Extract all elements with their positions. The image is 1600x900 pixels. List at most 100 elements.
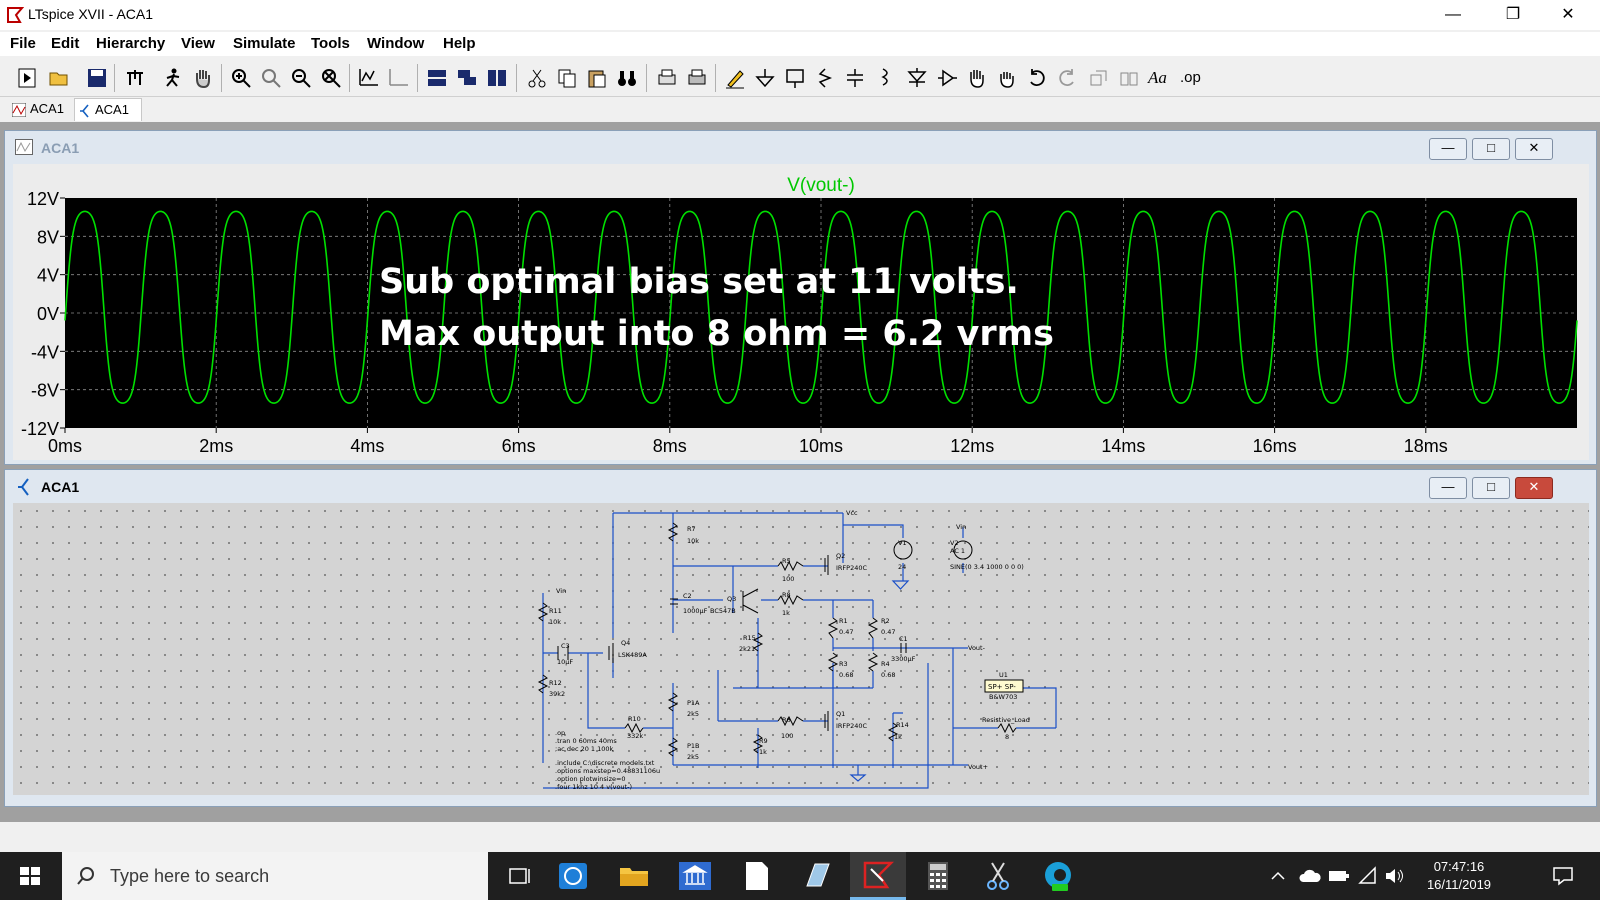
taskbar-search[interactable]: Type here to search — [62, 852, 488, 900]
calculator-icon[interactable] — [918, 860, 958, 892]
minimize-button[interactable]: — — [1445, 6, 1461, 23]
annotation-line-2: Max output into 8 ohm = 6.2 vrms — [379, 314, 1054, 354]
edge-dev-icon[interactable] — [1038, 860, 1078, 892]
file-explorer-icon[interactable] — [614, 860, 654, 892]
waveform-close-button[interactable]: ✕ — [1515, 138, 1553, 160]
menu-window[interactable]: Window — [367, 35, 425, 52]
schematic-maximize-button[interactable]: □ — [1472, 477, 1510, 499]
annotation-line-1: Sub optimal bias set at 11 volts. — [379, 262, 1019, 302]
battery-icon[interactable] — [1328, 868, 1350, 884]
ground-icon[interactable] — [754, 67, 776, 89]
text-tool-icon[interactable]: Aa — [1148, 68, 1167, 87]
print-icon[interactable] — [686, 67, 708, 89]
legend-series-label[interactable]: V(vout-) — [787, 175, 855, 196]
run-icon[interactable] — [162, 67, 184, 89]
trace-vout-minus[interactable] — [64, 210, 1578, 404]
system-clock[interactable]: 07:47:16 16/11/2019 — [1414, 858, 1504, 894]
autorange-icon[interactable] — [358, 67, 380, 89]
sync-app-icon[interactable] — [553, 860, 593, 892]
restore-button[interactable]: ❐ — [1505, 6, 1521, 23]
open-folder-icon[interactable] — [48, 67, 70, 89]
new-schematic-icon[interactable] — [16, 67, 38, 89]
menu-help[interactable]: Help — [443, 35, 476, 52]
undo-icon[interactable] — [1026, 67, 1048, 89]
svg-text:0.68: 0.68 — [839, 671, 853, 679]
svg-text:Resistive_Load: Resistive_Load — [982, 716, 1030, 724]
zoom-fit-icon[interactable] — [320, 67, 342, 89]
menu-hierarchy[interactable]: Hierarchy — [96, 35, 166, 52]
notes-app-icon[interactable] — [797, 860, 837, 892]
drag-hand-icon[interactable] — [996, 67, 1018, 89]
task-view-icon[interactable] — [500, 860, 540, 892]
svg-text:C1: C1 — [899, 635, 908, 643]
draw-wire-pencil-icon[interactable] — [724, 67, 746, 89]
mirror-icon[interactable] — [1118, 67, 1140, 89]
menu-tools[interactable]: Tools — [311, 35, 350, 52]
save-icon[interactable] — [86, 67, 108, 89]
rotate-icon[interactable] — [1088, 67, 1110, 89]
rescale-icon[interactable] — [388, 67, 410, 89]
menu-simulate[interactable]: Simulate — [233, 35, 296, 52]
svg-text:.options maxstep=0.48831106u: .options maxstep=0.48831106u — [555, 767, 660, 775]
y-tick-label: -12V — [21, 419, 59, 439]
zoom-out-icon[interactable] — [290, 67, 312, 89]
waveform-maximize-button[interactable]: □ — [1472, 138, 1510, 160]
print-setup-icon[interactable] — [656, 67, 678, 89]
volume-icon[interactable] — [1384, 866, 1406, 886]
svg-text:R8: R8 — [782, 591, 791, 599]
tray-expand-icon[interactable] — [1270, 868, 1286, 884]
notifications-icon[interactable] — [1552, 866, 1574, 886]
component-icon[interactable] — [936, 67, 958, 89]
capacitor-icon[interactable] — [844, 67, 866, 89]
schematic-minimize-button[interactable]: — — [1429, 477, 1467, 499]
tab-waveform[interactable]: ACA1 — [8, 98, 74, 120]
tab-schematic[interactable]: ACA1 — [74, 98, 142, 121]
svg-text:3300µF: 3300µF — [891, 655, 916, 663]
document-app-icon[interactable] — [736, 860, 776, 892]
svg-text:IRFP240C: IRFP240C — [836, 722, 867, 730]
u1-pins-label: SP+ SP- — [988, 683, 1016, 691]
find-binoculars-icon[interactable] — [616, 67, 638, 89]
windows-start-icon[interactable] — [10, 860, 50, 892]
onedrive-cloud-icon[interactable] — [1298, 867, 1322, 885]
label-net-icon[interactable] — [784, 67, 806, 89]
menu-file[interactable]: File — [10, 35, 36, 52]
pan-icon[interactable] — [260, 67, 282, 89]
search-icon — [77, 867, 94, 885]
tile-horizontal-icon[interactable] — [426, 67, 448, 89]
wifi-icon[interactable] — [1358, 866, 1378, 886]
cut-icon[interactable] — [526, 67, 548, 89]
ltspice-taskbar-button[interactable] — [850, 852, 906, 900]
svg-text:P1A: P1A — [687, 699, 700, 707]
halt-hand-icon[interactable] — [192, 67, 214, 89]
inductor-icon[interactable] — [874, 67, 896, 89]
svg-text:.include C:\discrete models.tx: .include C:\discrete models.txt — [555, 759, 655, 767]
snipping-tool-icon[interactable] — [978, 860, 1018, 892]
menu-edit[interactable]: Edit — [51, 35, 80, 52]
schematic-close-button[interactable]: ✕ — [1515, 477, 1553, 499]
copy-icon[interactable] — [556, 67, 578, 89]
control-panel-icon[interactable] — [124, 67, 146, 89]
svg-text:B&W703: B&W703 — [989, 693, 1017, 701]
schematic-window: ACA1 — □ ✕ Vcc Vin — [4, 469, 1597, 807]
tile-vertical-icon[interactable] — [486, 67, 508, 89]
zoom-in-icon[interactable] — [230, 67, 252, 89]
paste-icon[interactable] — [586, 67, 608, 89]
resistor-icon[interactable] — [814, 67, 836, 89]
redo-icon[interactable] — [1056, 67, 1078, 89]
diode-icon[interactable] — [906, 67, 928, 89]
svg-text:10k: 10k — [687, 537, 699, 545]
waveform-minimize-button[interactable]: — — [1429, 138, 1467, 160]
move-hand-icon[interactable] — [966, 67, 988, 89]
spice-directive-icon[interactable]: .op — [1180, 69, 1201, 86]
bank-app-icon[interactable] — [675, 860, 715, 892]
spice-directives[interactable]: .op .tran 0 60ms 40ms ;ac dec 20 1 100k … — [555, 729, 660, 791]
menu-view[interactable]: View — [181, 35, 215, 52]
svg-text:R12: R12 — [549, 679, 562, 687]
cascade-icon[interactable] — [456, 67, 478, 89]
schematic-components[interactable] — [537, 522, 1024, 757]
close-button[interactable]: ✕ — [1561, 6, 1575, 23]
svg-text:R4: R4 — [881, 660, 890, 668]
